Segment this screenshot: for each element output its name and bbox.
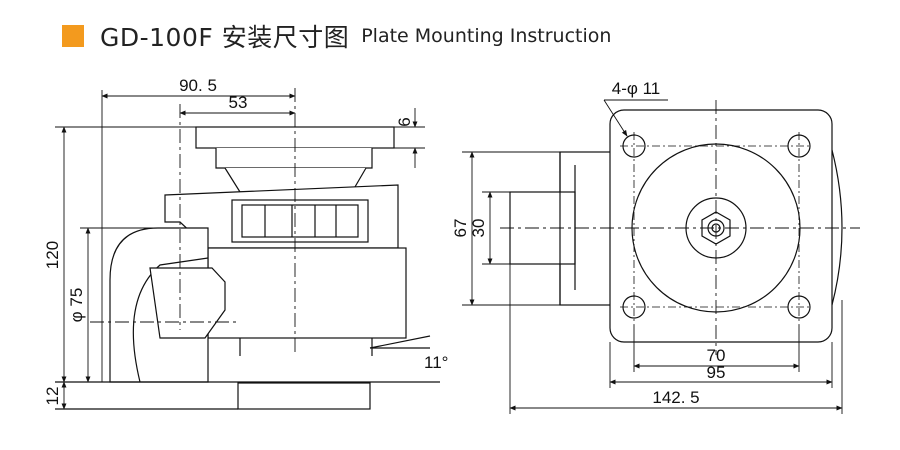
dim-4-phi-11: 4-φ 11 <box>612 79 661 98</box>
dim-142-5: 142. 5 <box>652 388 699 407</box>
page-subtitle: Plate Mounting Instruction <box>361 25 612 47</box>
page-title: GD-100F 安装尺寸图 <box>100 23 350 52</box>
dim-30: 30 <box>469 219 488 238</box>
header: GD-100F 安装尺寸图 Plate Mounting Instruction <box>62 16 611 56</box>
dim-95: 95 <box>707 363 726 382</box>
dim-6: 6 <box>395 117 414 126</box>
side-view <box>55 88 440 410</box>
dim-12: 12 <box>43 387 62 406</box>
top-view-dimensions <box>462 99 843 414</box>
side-view-dimensions <box>55 90 425 410</box>
dim-53: 53 <box>229 93 248 112</box>
dim-phi-75: φ 75 <box>67 288 86 323</box>
dim-67: 67 <box>451 219 470 238</box>
dim-90-5: 90. 5 <box>179 76 217 95</box>
dim-120: 120 <box>43 241 62 269</box>
dim-70: 70 <box>707 346 726 365</box>
dim-11-degree: 11° <box>424 353 448 372</box>
orange-square-icon <box>62 25 84 47</box>
top-view <box>500 100 860 355</box>
